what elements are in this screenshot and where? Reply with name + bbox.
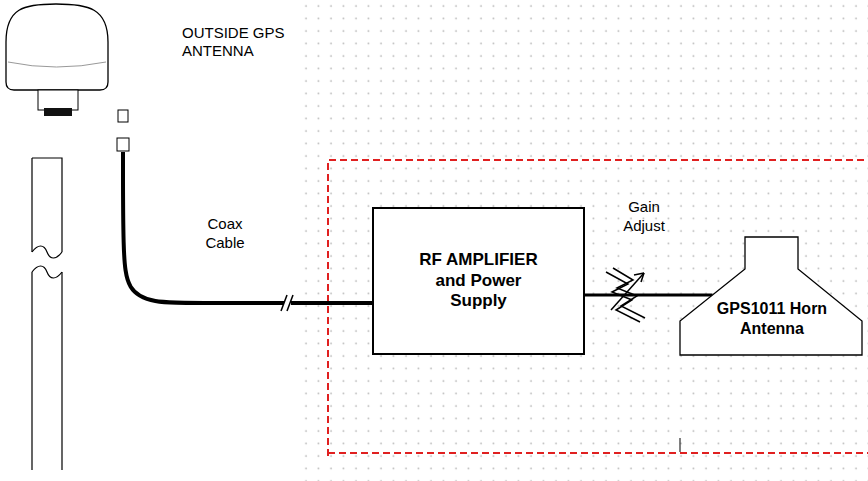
gps-antenna: OUTSIDE GPS ANTENNA — [4, 2, 314, 152]
node-label: RF AMPLIFIER and Power Supply — [419, 250, 539, 312]
horn-antenna: GPS1011 Horn Antenna — [678, 235, 866, 357]
coax-cable — [123, 152, 372, 303]
amplifier-box: RF AMPLIFIER and Power Supply — [372, 207, 585, 355]
rf-line — [585, 294, 713, 297]
antenna-mast — [32, 158, 62, 470]
node-label: GPS1011 Horn Antenna — [697, 299, 847, 338]
node-label: OUTSIDE GPS ANTENNA — [182, 24, 294, 61]
enclosure-outline — [328, 160, 868, 456]
grid-dots — [300, 0, 868, 481]
horn-outline — [678, 235, 866, 357]
cable-break — [281, 295, 293, 311]
connector-label: Coax Cable — [194, 214, 256, 252]
tick-mark — [680, 438, 681, 452]
connector-label: Gain Adjust — [611, 197, 677, 235]
enclosure-outline — [328, 452, 868, 454]
